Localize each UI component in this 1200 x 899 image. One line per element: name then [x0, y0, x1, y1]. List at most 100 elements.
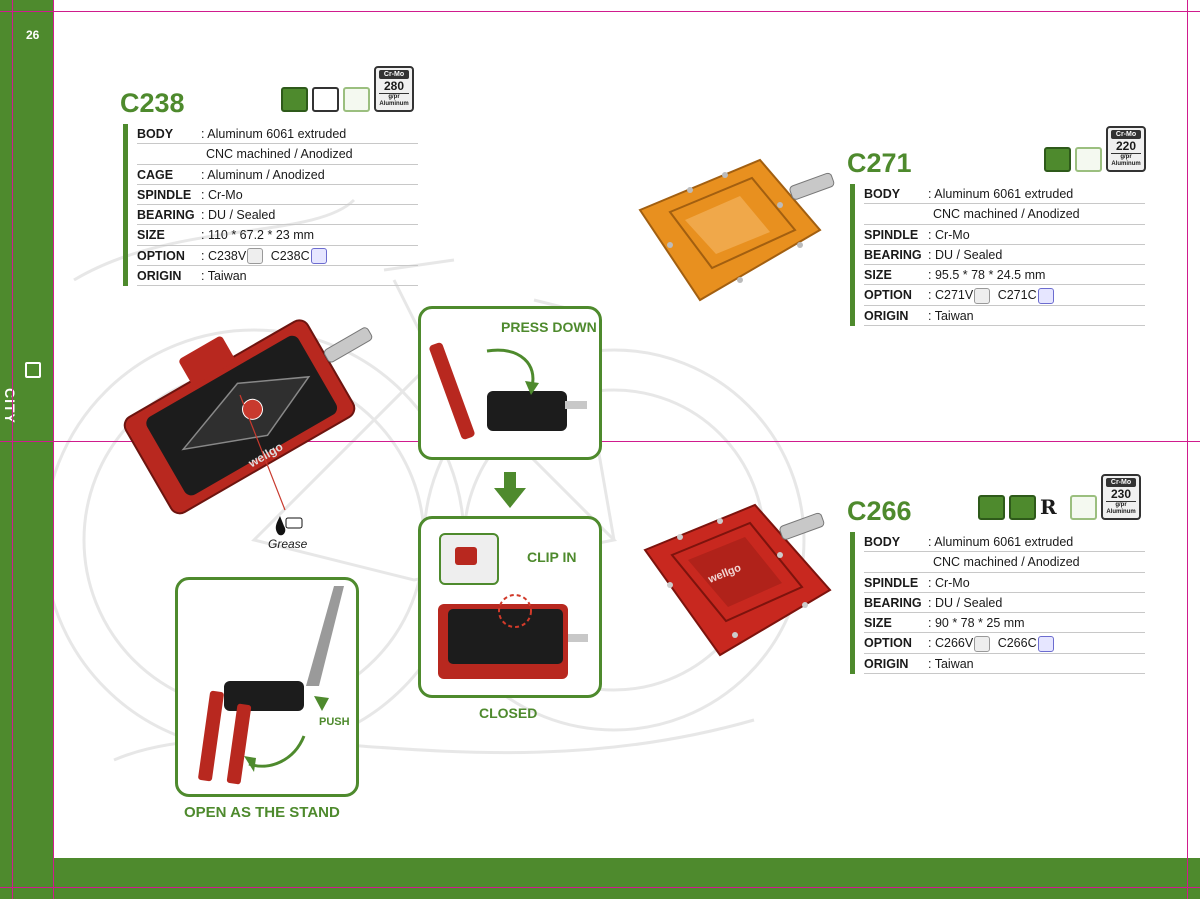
press-down-panel: PRESS DOWN	[418, 306, 602, 460]
bmx-bike-icon	[1009, 495, 1036, 520]
spec-table-c238: BODY: Aluminum 6061 extruded CNC machine…	[123, 124, 418, 287]
crop-line-left	[12, 0, 13, 899]
spec-accent-bar	[123, 124, 128, 287]
spec-row: OPTION : C271V C271C	[864, 285, 1145, 306]
option-v-icon	[974, 636, 991, 653]
spec-value: : 90 * 78 * 25 mm	[928, 616, 1025, 631]
weight-material: Cr-Mo	[1106, 478, 1136, 487]
closed-caption: CLOSED	[479, 705, 538, 721]
grease-icon	[275, 516, 303, 536]
spec-row: SIZE: 95.5 * 78 * 24.5 mm	[864, 265, 1145, 286]
spec-value: : 110 * 67.2 * 23 mm	[201, 228, 315, 243]
weight-body-material: Aluminum	[1111, 161, 1141, 167]
c238-pedal-image: wellgo	[123, 319, 373, 515]
option-colon: :	[928, 288, 932, 303]
spec-value: CNC machined / Anodized	[933, 555, 1080, 570]
spec-row: OPTION : C266V C266C	[864, 633, 1145, 654]
section-label: CITY	[2, 388, 18, 424]
c271-pedal-image	[638, 158, 835, 302]
spec-key: OPTION	[864, 288, 912, 303]
spec-value: : DU / Sealed	[928, 247, 1003, 262]
clip-in-panel: CLIP IN	[418, 516, 602, 698]
press-down-illustration	[429, 342, 587, 440]
spec-key: OPTION	[864, 636, 912, 651]
spec-row: OPTION : C238V C238C	[137, 246, 418, 267]
spec-value: : Taiwan	[928, 308, 974, 323]
feature-icons: Cr-Mo 280 g/pr Aluminum	[281, 66, 414, 112]
spec-key: BEARING	[864, 595, 922, 610]
spec-value: : DU / Sealed	[928, 595, 1003, 610]
spec-value: : C266V C266C	[928, 633, 1145, 653]
clip-in-caption: CLIP IN	[527, 549, 577, 565]
feature-icons: Cr-Mo 220 g/pr Aluminum	[1044, 126, 1146, 172]
spec-row: ORIGIN: Taiwan	[864, 306, 1145, 327]
grease-label: Grease	[268, 537, 308, 551]
spec-key: BEARING	[137, 208, 195, 223]
open-stand-illustration	[198, 586, 344, 785]
model-title: C271	[847, 148, 912, 178]
clip-in-illustration	[438, 594, 588, 679]
spec-value: : Aluminum / Anodized	[201, 167, 325, 182]
spec-key	[864, 552, 928, 571]
spec-key: CAGE	[137, 167, 174, 182]
open-stand-panel: PUSH	[175, 577, 359, 797]
spec-key: SPINDLE	[864, 227, 919, 242]
spec-row: SPINDLE: Cr-Mo	[137, 185, 418, 206]
option-item: C271V	[934, 288, 974, 303]
weight-value: 280	[383, 79, 405, 93]
weight-badge: Cr-Mo 220 g/pr Aluminum	[1106, 126, 1146, 172]
spec-key: SIZE	[864, 616, 892, 631]
spec-row: CNC machined / Anodized	[864, 552, 1145, 573]
bottom-bar	[0, 858, 1200, 899]
arrow-down-icon	[494, 472, 526, 508]
weight-badge: Cr-Mo 280 g/pr Aluminum	[374, 66, 414, 112]
spec-accent-bar	[850, 184, 855, 327]
spec-key: OPTION	[137, 248, 185, 263]
model-title: C266	[847, 496, 912, 526]
spec-row: ORIGIN : Taiwan	[864, 654, 1145, 675]
weight-material: Cr-Mo	[1111, 130, 1141, 139]
option-item: C238V	[207, 248, 247, 263]
spec-key: BEARING	[864, 247, 922, 262]
spec-value: : Aluminum 6061 extruded	[928, 187, 1074, 201]
spec-value: : Cr-Mo	[928, 227, 970, 242]
spec-value: : Aluminum 6061 extruded	[928, 535, 1074, 549]
spec-value: : Taiwan	[928, 656, 974, 671]
clip-in-detail-inset	[439, 533, 499, 585]
option-item: C266C	[997, 636, 1037, 651]
spec-key	[864, 204, 928, 223]
spec-key: ORIGIN	[864, 656, 909, 671]
rd-logo-icon: R	[1040, 495, 1057, 519]
spec-row: SPINDLE : Cr-Mo	[864, 573, 1145, 593]
open-stand-caption: OPEN AS THE STAND	[184, 804, 340, 821]
spec-value: : C238V C238C	[201, 246, 418, 265]
spec-value: CNC machined / Anodized	[206, 147, 353, 162]
weight-unit: g/pr	[1111, 153, 1141, 160]
spec-row: SPINDLE : Cr-Mo	[864, 225, 1145, 245]
spec-row: BEARING : DU / Sealed	[864, 593, 1145, 614]
option-item: C271C	[997, 288, 1037, 303]
weight-material: Cr-Mo	[379, 70, 409, 79]
page-number: 26	[26, 28, 40, 42]
model-title: C238	[120, 88, 185, 118]
option-icon	[1075, 147, 1102, 172]
weight-unit: g/pr	[1106, 501, 1136, 508]
spec-value: : C271V C271C	[928, 285, 1145, 305]
weight-unit: g/pr	[379, 93, 409, 100]
option-colon: :	[928, 636, 932, 651]
spec-key: BODY	[864, 535, 901, 549]
crop-line-right	[1187, 0, 1188, 899]
city-terrain-icon	[978, 495, 1005, 520]
spec-key: ORIGIN	[137, 269, 182, 284]
weight-body-material: Aluminum	[1106, 509, 1136, 515]
spec-key: SPINDLE	[137, 187, 192, 202]
spec-key: SIZE	[864, 268, 892, 283]
grease-port-icon	[312, 87, 339, 112]
spec-key: SPINDLE	[864, 575, 919, 590]
option-c-icon	[310, 248, 327, 265]
push-caption: PUSH	[319, 716, 350, 728]
spec-value: : Cr-Mo	[928, 575, 970, 590]
spec-row: BEARING: DU / Sealed	[137, 205, 418, 226]
weight-body-material: Aluminum	[379, 101, 409, 107]
city-terrain-icon	[281, 87, 308, 112]
